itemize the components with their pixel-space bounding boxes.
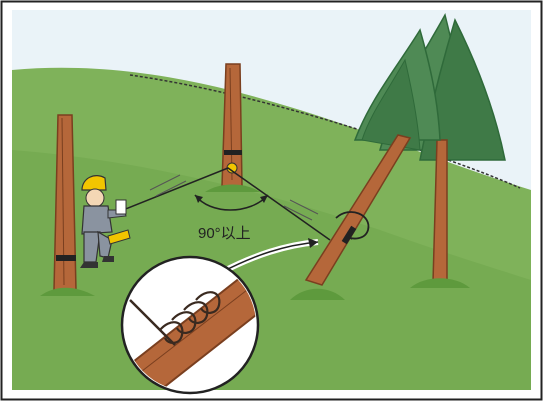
angle-label: 90°以上 bbox=[198, 225, 251, 242]
left-tree-band bbox=[56, 255, 76, 261]
center-tree-band bbox=[224, 150, 242, 155]
left-anchor-tree bbox=[54, 115, 76, 290]
